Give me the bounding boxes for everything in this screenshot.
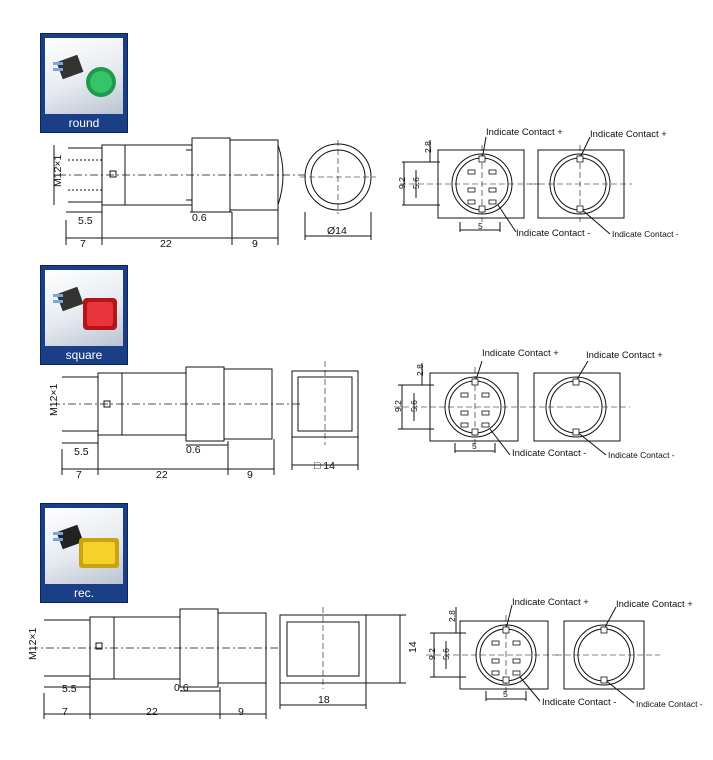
dim-9: 9 — [238, 706, 244, 718]
photo-label: rec. — [73, 586, 94, 600]
pin-dim-5-6: 5.6 — [411, 177, 421, 189]
pin-dim-5: 5 — [503, 689, 508, 699]
dim-7: 7 — [80, 238, 86, 250]
contact-minus-label-2: Indicate Contact - — [608, 450, 675, 460]
dim-9: 9 — [247, 469, 253, 481]
photo-label: square — [65, 348, 103, 362]
dim-5-5: 5.5 — [74, 446, 89, 458]
dim-9: 9 — [252, 238, 258, 250]
pin-dim-5: 5 — [472, 441, 477, 451]
dim-0-6: 0.6 — [186, 444, 201, 456]
photo-rec: rec. — [40, 503, 128, 603]
switch-photo-icon — [53, 286, 117, 330]
contact-minus-label-2: Indicate Contact - — [612, 229, 679, 239]
pin-dim-2-8: 2.8 — [423, 141, 433, 153]
drawing-round: M12×1 5.5 0.6 7 22 9 Ø14 2.8 9.2 5.6 5 I… — [52, 127, 679, 250]
front-dim: Ø14 — [327, 225, 347, 237]
dim-22: 22 — [146, 706, 158, 718]
dim-0-6: 0.6 — [192, 212, 207, 224]
contact-plus-label-2: Indicate Contact + — [616, 599, 693, 610]
switch-photo-icon — [53, 524, 119, 568]
pin-dim-5-6: 5.6 — [441, 648, 451, 660]
pin-dim-2-8: 2.8 — [447, 610, 457, 622]
variant-square: square — [0, 265, 713, 485]
contact-plus-label-2: Indicate Contact + — [590, 129, 667, 140]
thread-label: M12×1 — [27, 627, 39, 660]
dim-22: 22 — [156, 469, 168, 481]
dim-5-5: 5.5 — [62, 683, 77, 695]
contact-plus-label: Indicate Contact + — [486, 127, 563, 138]
contact-minus-label: Indicate Contact - — [542, 697, 616, 708]
photo-label: round — [68, 116, 100, 130]
contact-minus-label-2: Indicate Contact - — [636, 699, 703, 709]
switch-photo-icon — [53, 54, 116, 97]
front-dim: 18 — [318, 694, 330, 706]
pin-dim-5: 5 — [478, 221, 483, 231]
drawing-rec: M12×1 5.5 0.6 7 22 9 18 14 2.8 9.2 5.6 5… — [27, 597, 703, 719]
variant-rec: rec. — [0, 503, 713, 738]
front-dim-2: 14 — [407, 641, 419, 653]
contact-minus-label: Indicate Contact - — [512, 448, 586, 459]
drawing-square: M12×1 5.5 0.6 7 22 9 □ 14 2.8 9.2 5.6 5 … — [48, 348, 675, 481]
dim-22: 22 — [160, 238, 172, 250]
photo-round: round — [40, 33, 128, 133]
pin-dim-5-6: 5.6 — [409, 400, 419, 412]
contact-plus-label: Indicate Contact + — [482, 348, 559, 359]
contact-minus-label: Indicate Contact - — [516, 228, 590, 239]
pin-dim-9-2: 9.2 — [397, 177, 407, 189]
dim-0-6: 0.6 — [174, 682, 189, 694]
dim-7: 7 — [62, 706, 68, 718]
dim-5-5: 5.5 — [78, 215, 93, 227]
thread-label: M12×1 — [52, 154, 64, 187]
pin-dim-2-8: 2.8 — [415, 364, 425, 376]
front-dim: □ 14 — [314, 460, 335, 472]
variant-round: round — [0, 0, 713, 250]
contact-plus-label-2: Indicate Contact + — [586, 350, 663, 361]
photo-square: square — [40, 265, 128, 365]
dim-7: 7 — [76, 469, 82, 481]
contact-plus-label: Indicate Contact + — [512, 597, 589, 608]
thread-label: M12×1 — [48, 383, 60, 416]
pin-dim-9-2: 9.2 — [393, 400, 403, 412]
pin-dim-9-2: 9.2 — [427, 648, 437, 660]
